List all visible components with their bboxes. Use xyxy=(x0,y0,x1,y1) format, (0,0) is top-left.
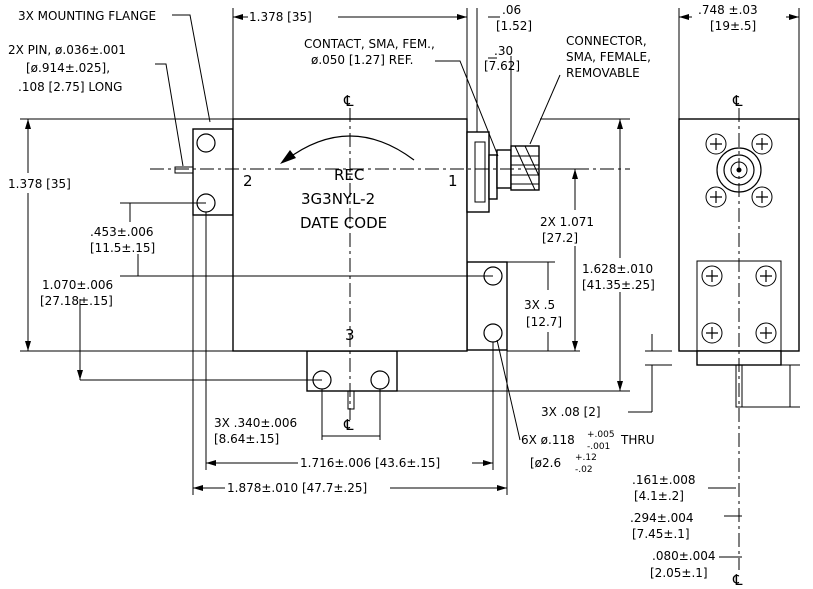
front-dimension-lines xyxy=(20,8,672,495)
dim-161-inch: .161±.008 xyxy=(632,473,696,487)
dim-height-left: 1.378 [35] xyxy=(8,177,71,191)
label-pin-line3: .108 [2.75] LONG xyxy=(18,80,122,94)
mounting-hole-left-top xyxy=(196,133,216,153)
hole-tol-upper-inch: +.005 xyxy=(587,430,615,440)
sma-connector xyxy=(466,131,540,213)
dim-1878: 1.878±.010 [47.7±.25] xyxy=(227,481,367,495)
dim-340-mm: [8.64±.15] xyxy=(214,432,279,446)
dim-453-inch: .453±.006 xyxy=(90,225,154,239)
body-text-model: 3G3NYL-2 xyxy=(301,190,375,208)
label-mounting-flange: 3X MOUNTING FLANGE xyxy=(18,9,156,23)
left-mounting-flange xyxy=(192,128,234,216)
side-centerline-symbol-top: ℄ xyxy=(732,92,743,110)
hole-tol-lower-inch: -.001 xyxy=(587,442,610,452)
dim-30-inch: .30 xyxy=(494,44,513,58)
dim-1071-inch: 2X 1.071 xyxy=(540,215,594,229)
dim-08: 3X .08 [2] xyxy=(541,405,601,419)
dim-side-width-mm: [19±.5] xyxy=(710,19,756,33)
hole-callout-inch: 6X ø.118 xyxy=(521,433,575,447)
dim-1628-mm: [41.35±.25] xyxy=(582,278,655,292)
side-dimension-lines xyxy=(678,8,800,558)
port-label-1: 1 xyxy=(448,172,458,190)
dim-30-mm: [7.62] xyxy=(484,59,520,73)
dim-width-top: 1.378 [35] xyxy=(249,10,312,24)
label-connector-line1: CONNECTOR, xyxy=(566,34,647,48)
dim-1716: 1.716±.006 [43.6±.15] xyxy=(300,456,440,470)
dim-294-inch: .294±.004 xyxy=(630,511,694,525)
label-contact-line1: CONTACT, SMA, FEM., xyxy=(304,37,435,51)
label-contact-line2: ø.050 [1.27] REF. xyxy=(311,53,413,67)
side-view xyxy=(678,108,800,570)
label-pin-line2: [ø.914±.025], xyxy=(26,61,110,75)
dim-340-inch: 3X .340±.006 xyxy=(214,416,297,430)
port-label-3: 3 xyxy=(345,326,355,344)
body-text-rec: REC xyxy=(334,166,364,184)
label-connector-line3: REMOVABLE xyxy=(566,66,640,80)
hole-tol-lower-mm: -.02 xyxy=(575,465,593,475)
dim-1070-mm: [27.18±.15] xyxy=(40,294,113,308)
dim-06-mm: [1.52] xyxy=(496,19,532,33)
hole-tol-upper-mm: +.12 xyxy=(575,453,597,463)
hole-callout-mm: [ø2.6 xyxy=(530,456,561,470)
front-view xyxy=(150,108,630,420)
port-label-2: 2 xyxy=(243,172,253,190)
dim-06-inch: .06 xyxy=(502,3,521,17)
dim-1628-inch: 1.628±.010 xyxy=(582,262,653,276)
dim-side-width-inch: .748 ±.03 xyxy=(698,3,758,17)
dim-5-mm: [12.7] xyxy=(526,315,562,329)
label-pin-line1: 2X PIN, ø.036±.001 xyxy=(8,43,126,57)
centerline-symbol-top: ℄ xyxy=(343,92,354,110)
hole-thru: THRU xyxy=(620,433,654,447)
label-connector-line2: SMA, FEMALE, xyxy=(566,50,651,64)
centerline-symbol-bottom: ℄ xyxy=(343,416,354,434)
pin-bottom xyxy=(347,390,355,410)
dim-080-inch: .080±.004 xyxy=(652,549,716,563)
pin-left xyxy=(174,166,194,174)
dim-161-mm: [4.1±.2] xyxy=(634,489,684,503)
dim-294-mm: [7.45±.1] xyxy=(632,527,690,541)
side-centerline-symbol-bottom: ℄ xyxy=(732,571,743,589)
dim-080-mm: [2.05±.1] xyxy=(650,566,708,580)
right-mounting-flange xyxy=(466,261,508,351)
body-text-date-code: DATE CODE xyxy=(300,214,387,232)
dim-1070-inch: 1.070±.006 xyxy=(42,278,113,292)
dim-5-inch: 3X .5 xyxy=(524,298,555,312)
dim-1071-mm: [27.2] xyxy=(542,231,578,245)
dim-453-mm: [11.5±.15] xyxy=(90,241,155,255)
